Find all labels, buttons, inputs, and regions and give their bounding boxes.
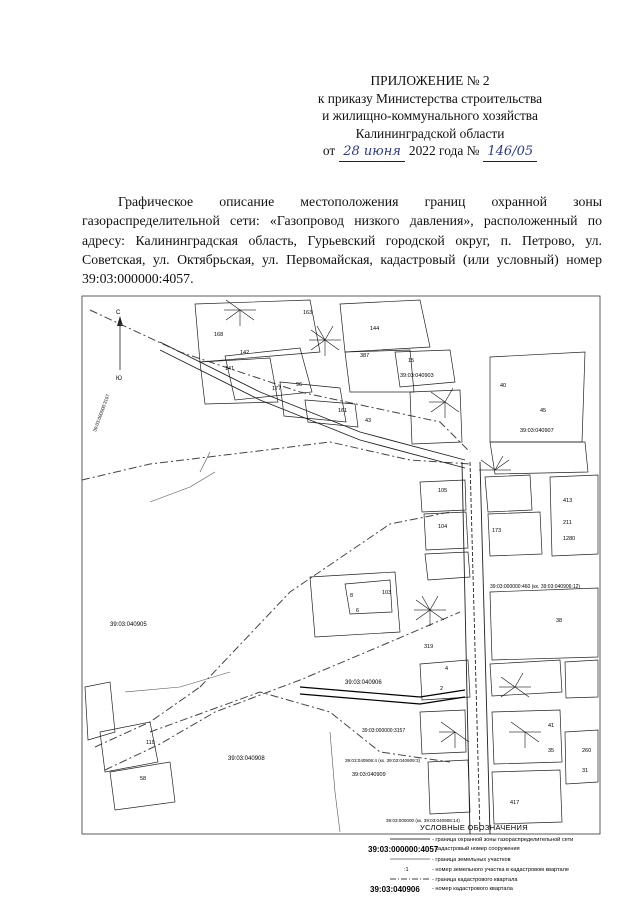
legend-code-quarter: 39:03:040906 [370,885,420,894]
parcel-label: 177 [272,386,281,392]
legend-item-structure: - кадастровый номер сооружения [432,845,520,852]
quarter-boundaries [81,309,471,771]
parcel-label: 319 [424,644,433,650]
parcel-label: 35 [548,748,554,754]
parcel-label: 6 [356,608,359,614]
quarter-label-040906: 39:03:040906 [345,680,382,686]
upper-road [159,341,466,469]
parcels-lower [84,681,599,825]
parcel-label: 161 [338,408,347,414]
quarter-label-040908: 39:03:040908 [228,756,265,762]
parcel-label: 417 [510,800,519,806]
parcel-label: 43 [365,418,371,424]
parcel-label: 173 [492,528,501,534]
parcel-label: 168 [214,332,223,338]
legend-item-parcel-number: - номер земельного участка в кадастровом… [432,867,569,873]
map-frame [81,295,601,835]
parcel-label: 104 [438,524,447,530]
north-label: С [116,310,121,316]
parcel-label: 103 [382,590,391,596]
parcel-label: 41 [548,723,554,729]
legend-title: УСЛОВНЫЕ ОБОЗНАЧЕНИЯ [420,823,528,832]
region-line: Калининградской области [355,125,505,141]
year-text: 2022 года № [408,143,480,158]
cadastral-map: С Ю [81,295,601,894]
parcel-label: 96 [296,382,302,388]
date-prefix: от [322,143,336,158]
parcel-label: 31 [582,768,588,774]
parcels-top [194,299,589,475]
quarter-label-040905: 39:03:040905 [110,622,147,628]
appendix-header: ПРИЛОЖЕНИЕ № 2 к приказу Министерства ст… [300,72,560,162]
quarter-label-040903: 39:03:040903 [400,373,434,379]
parcel-label: 15 [408,358,414,364]
order-ref-line: к приказу Министерства строительства [317,90,543,106]
field-lines [124,451,341,833]
legend-item-zone: - граница охранной зоны газораспределите… [432,836,573,843]
appendix-title: ПРИЛОЖЕНИЕ № 2 [370,73,490,88]
parcel-label: 45 [540,408,546,414]
parcel-label: 144 [370,326,379,332]
parcels-middle [309,474,599,701]
legend-item-quarter-boundary: - граница кадастрового квартала [432,877,518,883]
parcel-label: 4 [445,666,448,672]
parcel-label: 211 [563,520,572,526]
south-label: Ю [116,376,122,382]
quarter-label-040907: 39:03:040907 [520,428,554,434]
legend-num-parcel: :1 [404,867,409,873]
parcel-label: 8 [350,593,353,599]
pipeline-branches [224,299,541,748]
cadastral-label-460: 39:03:000000:460 (кх. 39:03:040906:12) [490,584,580,590]
cadastral-label-left: 39:03:000000:3157 [92,393,110,432]
handwritten-number: 146/05 [483,143,538,162]
parcel-label: 141 [225,366,234,372]
cadastral-label-3157: 39:03:000000:3157 [362,728,405,734]
parcel-label: 1280 [563,536,575,542]
parcel-label: 387 [360,353,369,359]
quarter-label-040909: 39:03:040909 [352,772,386,778]
legend-code-structure: 39:03:000000:4057 [368,845,439,854]
protected-zone-boundary [299,686,466,705]
graphic-description: Графическое описание местоположения гран… [82,194,602,287]
order-date-line: от 28 июня 2022 года № 146/05 [300,142,560,162]
legend-item-parcels: - граница земельных участков [432,857,511,863]
ministry-line: и жилищно-коммунального хозяйства [322,108,538,123]
north-arrow: С Ю [116,310,123,382]
parcel-label: 413 [563,498,572,504]
handwritten-date: 28 июня [339,143,405,162]
parcel-label: 40 [500,383,506,389]
parcel-label: 58 [140,776,146,782]
legend-item-quarter-number: - номер кадастрового квартала [432,886,514,892]
parcel-label: 163 [303,310,312,316]
map-legend: УСЛОВНЫЕ ОБОЗНАЧЕНИЯ - граница охранной … [368,823,573,894]
parcel-label: 2 [440,686,443,692]
parcel-label: 105 [438,488,447,494]
cadastral-label-141: 39:03:000000 (кх. 39:03:040908:14) [386,818,460,823]
parcel-label: 142 [240,350,249,356]
parcel-label: 38 [556,618,562,624]
parcel-label: 260 [582,748,591,754]
parcel-label: 119 [146,740,155,746]
cadastral-label-040909: 39:03:040906:4 (кх. 39:03:040909:3) [345,758,421,763]
